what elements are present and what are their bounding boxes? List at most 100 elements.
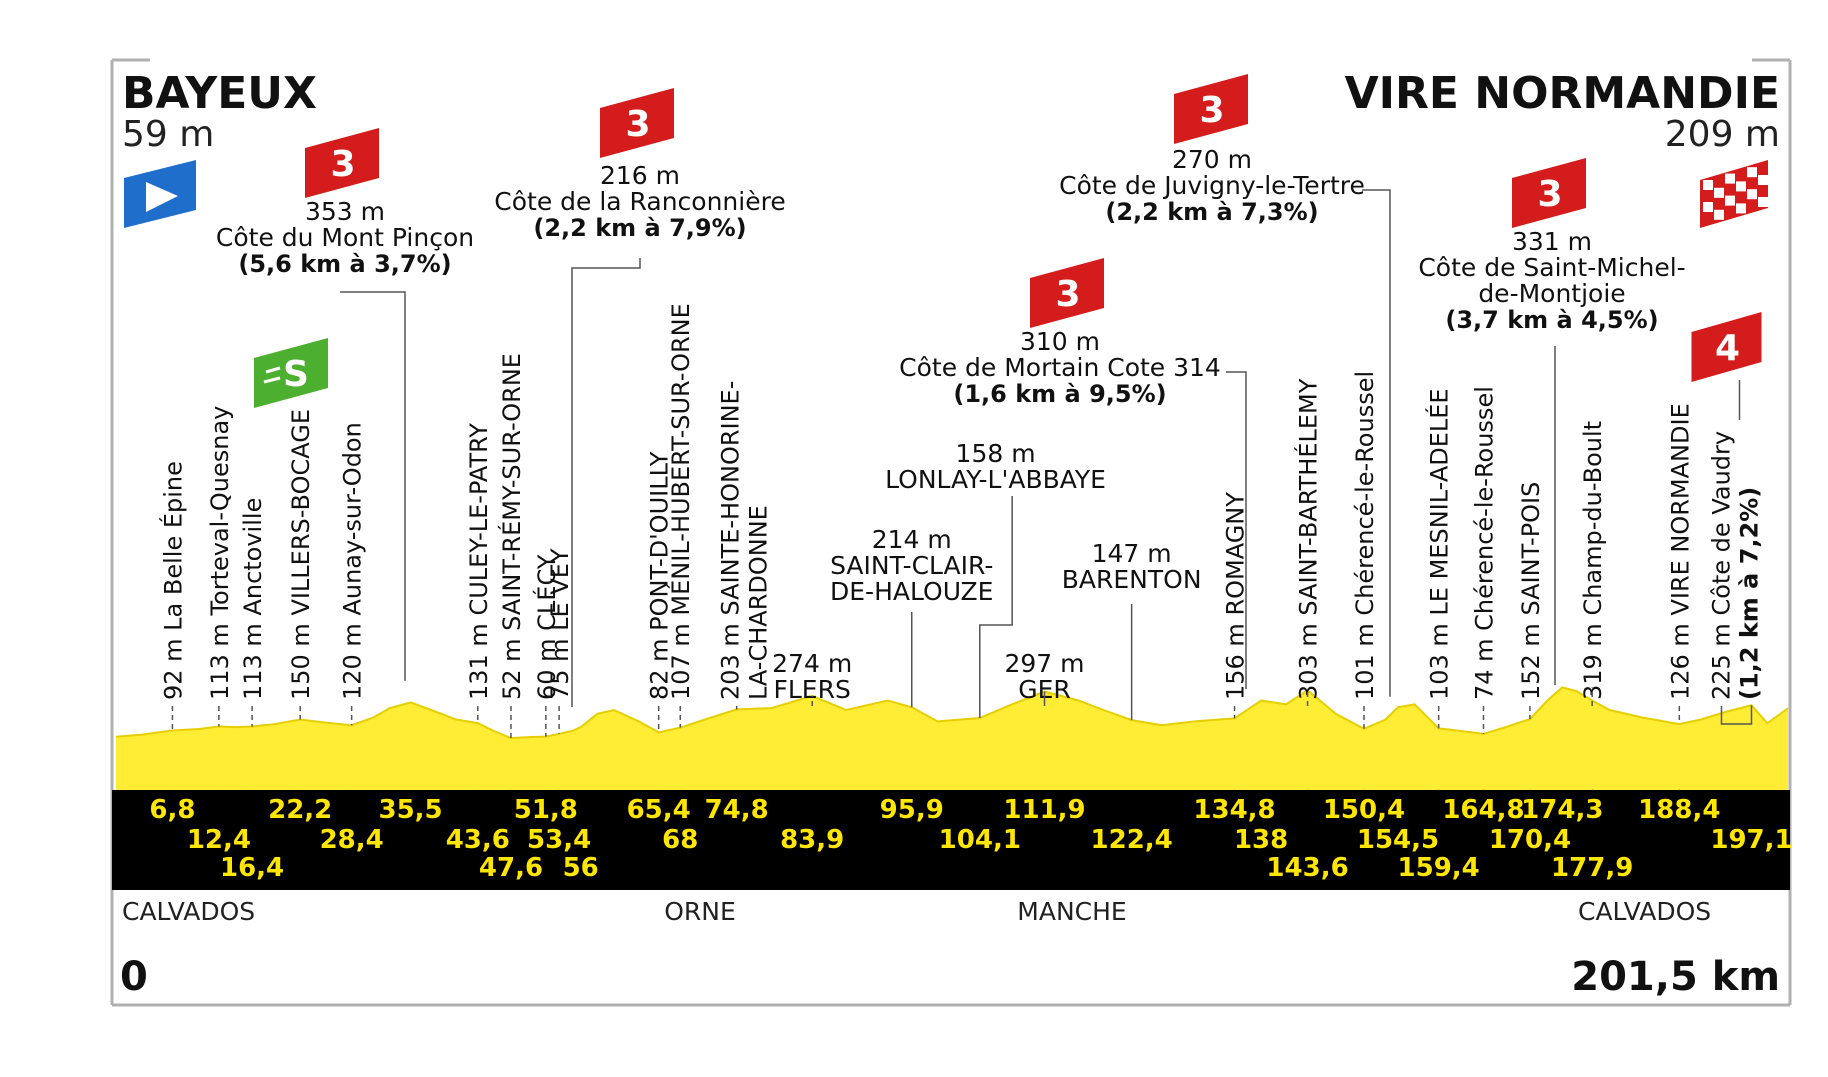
climb-cat3-icon: 3 xyxy=(305,128,379,198)
climb-name: Côte de Mortain Cote 314 xyxy=(899,353,1221,382)
km-label: 51,8 xyxy=(514,795,578,825)
climb-category: 3 xyxy=(1537,174,1562,215)
sprint-label: S xyxy=(283,354,309,395)
km-label: 104,1 xyxy=(939,825,1021,855)
finish-checker-square xyxy=(1725,173,1735,184)
climb-name: de-Montjoie xyxy=(1478,279,1625,308)
start-town: BAYEUX xyxy=(122,68,317,119)
waypoint-label: 92 m La Belle Épine xyxy=(158,461,187,700)
region-label: CALVADOS xyxy=(122,897,255,926)
finish-checker-square xyxy=(1747,189,1757,200)
waypoint-label: 156 m ROMAGNY xyxy=(1222,492,1250,700)
km-label: 134,8 xyxy=(1193,795,1275,825)
climb-cat3-icon: 3 xyxy=(600,88,674,158)
climb-altitude: 270 m xyxy=(1172,145,1252,174)
climb-detail: (1,2 km à 7,2%) xyxy=(1735,487,1763,700)
waypoint-label: 126 m VIRE NORMANDIE xyxy=(1666,403,1694,700)
town-elevation: 297 m xyxy=(1005,649,1085,678)
waypoint-label: 131 m CULEY-LE-PATRY xyxy=(465,423,493,700)
km-label: 68 xyxy=(662,825,698,855)
climb-detail: (5,6 km à 3,7%) xyxy=(238,250,451,278)
waypoint-label: 303 m SAINT-BARTHÉLEMY xyxy=(1294,378,1323,700)
km-label: 177,9 xyxy=(1551,853,1633,883)
km-label: 65,4 xyxy=(627,795,691,825)
climb-altitude: 331 m xyxy=(1512,227,1592,256)
leader-line xyxy=(340,291,406,681)
km-label: 197,1 xyxy=(1710,825,1792,855)
finish-flag-icon xyxy=(1700,160,1768,228)
start-elevation: 59 m xyxy=(122,114,214,155)
region-label: ORNE xyxy=(664,897,736,926)
km-label: 150,4 xyxy=(1323,795,1405,825)
town-name: DE-HALOUZE xyxy=(830,577,993,606)
climb-altitude: 216 m xyxy=(600,161,680,190)
km-label: 47,6 xyxy=(479,853,543,883)
elevation-profile-area xyxy=(116,687,1788,790)
km-label: 83,9 xyxy=(780,825,844,855)
climb-cat3-icon: 3 xyxy=(1174,74,1248,144)
climb-cat3-icon: 3 xyxy=(1512,158,1586,228)
finish-town: VIRE NORMANDIE xyxy=(1345,68,1780,119)
km-label: 154,5 xyxy=(1357,825,1439,855)
climb-badge xyxy=(1174,74,1248,144)
waypoint-label: 203 m SAINTE-HONORINE- xyxy=(717,381,745,700)
waypoint-label: LA-CHARDONNE xyxy=(745,505,773,700)
town-elevation: 274 m xyxy=(772,649,852,678)
town-name: SAINT-CLAIR- xyxy=(830,551,993,580)
region-label: CALVADOS xyxy=(1578,897,1711,926)
km-label: 28,4 xyxy=(320,825,384,855)
leader-line xyxy=(1720,705,1753,725)
waypoint-label: 150 m VILLERS-BOCAGE xyxy=(287,409,315,700)
km-label: 159,4 xyxy=(1398,853,1480,883)
climb-category: 4 xyxy=(1715,328,1740,369)
climb-badge xyxy=(1512,158,1586,228)
climb-badge xyxy=(1030,258,1104,328)
km-label: 56 xyxy=(563,853,599,883)
climb-name: Côte de Juvigny-le-Tertre xyxy=(1059,171,1365,200)
town-name: BARENTON xyxy=(1062,565,1202,594)
sprint-speed-line xyxy=(263,376,281,384)
waypoint-label: 107 m MÉNIL-HUBERT-SUR-ORNE xyxy=(666,303,695,700)
town-name: FLERS xyxy=(774,675,851,704)
km-label: 170,4 xyxy=(1489,825,1571,855)
climb-category: 3 xyxy=(330,144,355,185)
km-label: 122,4 xyxy=(1091,825,1173,855)
climb-altitude: 353 m xyxy=(305,197,385,226)
waypoint-label: 74 m Chérencé-le-Roussel xyxy=(1470,386,1498,700)
start-km: 0 xyxy=(120,954,148,1000)
climb-cat4-icon: 4 xyxy=(1691,312,1762,382)
waypoint-label: 225 m Côte de Vaudry xyxy=(1707,431,1735,700)
climb-altitude: 310 m xyxy=(1020,327,1100,356)
km-label: 174,3 xyxy=(1521,795,1603,825)
start-flag-icon xyxy=(124,160,196,228)
km-band xyxy=(112,790,1790,890)
km-label: 35,5 xyxy=(378,795,442,825)
waypoint-label: 75 m LE VEY xyxy=(546,548,574,700)
waypoint-label: 152 m SAINT-POIS xyxy=(1517,482,1545,700)
waypoint-label: 120 m Aunay-sur-Odon xyxy=(339,422,367,700)
km-label: 143,6 xyxy=(1266,853,1348,883)
waypoint-label: 319 m Champ-du-Boult xyxy=(1579,421,1607,700)
climb-category: 3 xyxy=(1055,274,1080,315)
km-label: 12,4 xyxy=(187,825,251,855)
waypoint-label: 82 m PONT-D'OUILLY xyxy=(646,451,674,700)
finish-checker-square xyxy=(1714,187,1724,198)
town-name: LONLAY-L'ABBAYE xyxy=(885,465,1106,494)
sprint-icon: S xyxy=(254,338,328,408)
town-elevation: 214 m xyxy=(872,525,952,554)
climb-detail: (2,2 km à 7,3%) xyxy=(1105,198,1318,226)
leader-line xyxy=(979,496,1013,718)
climb-badge xyxy=(1691,312,1762,382)
climb-category: 3 xyxy=(625,104,650,145)
climb-name: Côte de Saint-Michel- xyxy=(1418,253,1685,282)
km-label: 95,9 xyxy=(880,795,944,825)
finish-checker-square xyxy=(1758,175,1768,185)
leader-line xyxy=(1226,371,1247,690)
waypoint-label: 103 m LE MESNIL-ADELÉE xyxy=(1425,388,1454,700)
waypoint-label: 113 m Torteval-Quesnay xyxy=(206,406,234,700)
sprint-badge xyxy=(254,338,328,408)
finish-checker-square xyxy=(1736,203,1746,214)
leader-line xyxy=(571,258,641,707)
